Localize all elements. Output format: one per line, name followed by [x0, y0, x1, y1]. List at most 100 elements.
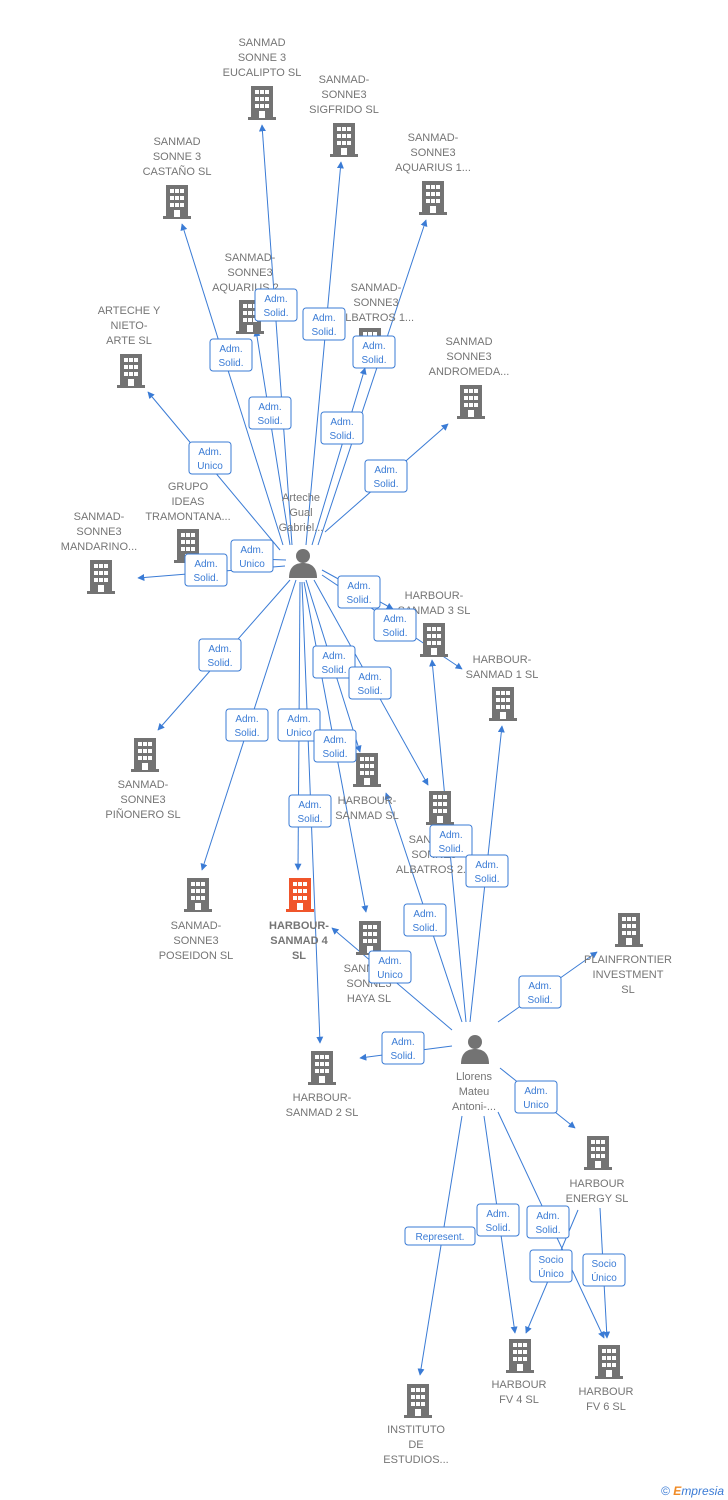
edge-label-text: Adm. — [362, 341, 385, 352]
copyright-symbol: © — [661, 1484, 670, 1498]
edge-label-arteche_person-to-tramontana[interactable]: Adm.Unico — [230, 539, 274, 573]
node-label-line: SANMAD- — [171, 920, 222, 932]
node-hs2[interactable]: HARBOUR-SANMAD 2 SL — [286, 1051, 359, 1119]
edge-label-llorens_person-to-hs2[interactable]: Adm. Solid. — [381, 1031, 425, 1065]
node-hsanmad[interactable]: HARBOUR-SANMAD SL — [335, 753, 399, 822]
edge-label-box — [582, 1253, 626, 1287]
edge-label-box — [288, 794, 332, 828]
edge-arteche_person-to-aquarius1 — [317, 219, 428, 546]
edge-label-arteche_person-to-aquarius2[interactable]: Adm.Solid. — [248, 396, 292, 430]
edge-label-box — [465, 854, 509, 888]
edge-label-arteche_person-to-arteche_nieto[interactable]: Adm.Unico — [188, 441, 232, 475]
edge-label-text: Represent. — [416, 1232, 465, 1243]
node-hs1[interactable]: HARBOUR-SANMAD 1 SL — [466, 654, 539, 721]
node-label-line: SANMAD- — [319, 74, 370, 86]
edge-label-arteche_person-to-haya[interactable]: Adm.Solid. — [313, 729, 357, 763]
node-label-line: HARBOUR — [578, 1386, 633, 1398]
node-tramontana[interactable]: GRUPOIDEASTRAMONTANA... — [145, 481, 231, 563]
node-label-line: SONNE3 — [173, 935, 218, 947]
edge-label-text: Adm. — [219, 344, 242, 355]
building-icon — [615, 913, 643, 947]
edge-label-arteche_person-to-poseidon[interactable]: Adm.Solid. — [225, 708, 269, 742]
building-icon — [420, 623, 448, 657]
edge-label-text: Adm. — [258, 402, 281, 413]
edge-label-text: Solid. — [474, 874, 499, 885]
edge-label-arteche_person-to-hs3[interactable]: Adm.Solid. — [337, 575, 381, 609]
edge-label-arteche_person-to-hs1[interactable]: Adm.Solid. — [373, 608, 417, 642]
edge-label-box — [404, 1226, 476, 1246]
edge-label-arteche_person-to-albatros1[interactable]: Adm.Solid. — [320, 411, 364, 445]
edge-label-llorens_person-to-instituto[interactable]: Represent. — [404, 1226, 476, 1246]
edge-label-text: Adm. — [536, 1211, 559, 1222]
edge-label-arteche_person-to-andromeda[interactable]: Adm.Solid. — [364, 459, 408, 493]
node-label-line: HARBOUR — [569, 1178, 624, 1190]
edge-label-box — [381, 1031, 425, 1065]
edge-label-box — [476, 1203, 520, 1237]
edge-label-llorens_person-to-hsanmad[interactable]: Adm.Solid. — [403, 903, 447, 937]
edge-label-llorens_person-to-henergy[interactable]: Adm.Unico — [514, 1080, 558, 1114]
building-icon — [595, 1345, 623, 1379]
node-label-line: DE — [408, 1439, 423, 1451]
edge-label-llorens_person-to-hs4[interactable]: Adm.Unico — [368, 950, 412, 984]
edge-label-text: Adm. — [374, 465, 397, 476]
edge-label-llorens_person-to-hs3[interactable]: Adm.Solid. — [429, 824, 473, 858]
node-label-line: Gual — [289, 507, 312, 519]
node-llorens_person[interactable]: LlorensMateuAntoni-... — [452, 1035, 496, 1113]
edge-label-arteche_person-to-pinonero[interactable]: Adm.Solid. — [198, 638, 242, 672]
edge-label-arteche_person-to-hs2[interactable]: Adm.Solid. — [288, 794, 332, 828]
edge-label-llorens_person-to-fv4[interactable]: Adm.Solid. — [476, 1203, 520, 1237]
edge-label-box — [302, 307, 346, 341]
edge-label-text: Adm. — [413, 909, 436, 920]
edge-label-arteche_person-to-sigfrido[interactable]: Adm.Solid. — [302, 307, 346, 341]
node-andromeda[interactable]: SANMADSONNE3ANDROMEDA... — [429, 336, 510, 419]
node-label-line: SANMAD — [153, 136, 200, 148]
building-icon — [163, 185, 191, 219]
person-icon — [461, 1035, 489, 1064]
node-label-line: POSEIDON SL — [159, 950, 234, 962]
node-arteche_person[interactable]: ArtecheGualGabriel... — [279, 492, 324, 578]
edge-label-box — [337, 575, 381, 609]
edge-label-arteche_person-to-aquarius1[interactable]: Adm.Solid. — [352, 335, 396, 369]
edge-label-llorens_person-to-hs1[interactable]: Adm.Solid. — [465, 854, 509, 888]
edge-label-llorens_person-to-plainfrontier[interactable]: Adm.Solid. — [518, 975, 562, 1009]
edge-label-box — [230, 539, 274, 573]
edge-label-arteche_person-to-castano[interactable]: Adm.Solid. — [209, 338, 253, 372]
edge-label-arteche_person-to-hs4[interactable]: Adm.Unico — [277, 708, 321, 742]
edge-label-arteche_person-to-eucalipto[interactable]: Adm.Solid. — [254, 288, 298, 322]
edge-label-arteche_person-to-mandarino[interactable]: Adm.Solid. — [184, 553, 228, 587]
node-label-line: ESTUDIOS... — [383, 1454, 448, 1466]
node-label-line: SANMAD — [238, 37, 285, 49]
edge-label-text: Adm. — [391, 1037, 414, 1048]
node-mandarino[interactable]: SANMAD-SONNE3MANDARINO... — [61, 511, 137, 594]
edge-label-llorens_person-to-fv6[interactable]: Adm.Solid. — [526, 1205, 570, 1239]
node-label-line: SL — [621, 984, 634, 996]
node-instituto[interactable]: INSTITUTODEESTUDIOS... — [383, 1384, 449, 1466]
edge-label-text: Solid. — [321, 665, 346, 676]
edge-label-arteche_person-to-albatros2[interactable]: Adm.Solid. — [348, 666, 392, 700]
edge-label-text: Único — [591, 1271, 617, 1284]
edge-label-text: Adm. — [264, 294, 287, 305]
edge-labels-layer: Adm. Solid. Adm. Solid. Adm. Solid. Adm. Solid.… — [184, 288, 626, 1287]
edge-label-text: Solid. — [390, 1051, 415, 1062]
edge-label-arteche_person-to-hsanmad[interactable]: Adm.Solid. — [312, 645, 356, 679]
building-icon — [426, 791, 454, 825]
node-hs4[interactable]: HARBOUR-SANMAD 4SL — [269, 878, 329, 962]
edge-label-text: Solid. — [485, 1223, 510, 1234]
